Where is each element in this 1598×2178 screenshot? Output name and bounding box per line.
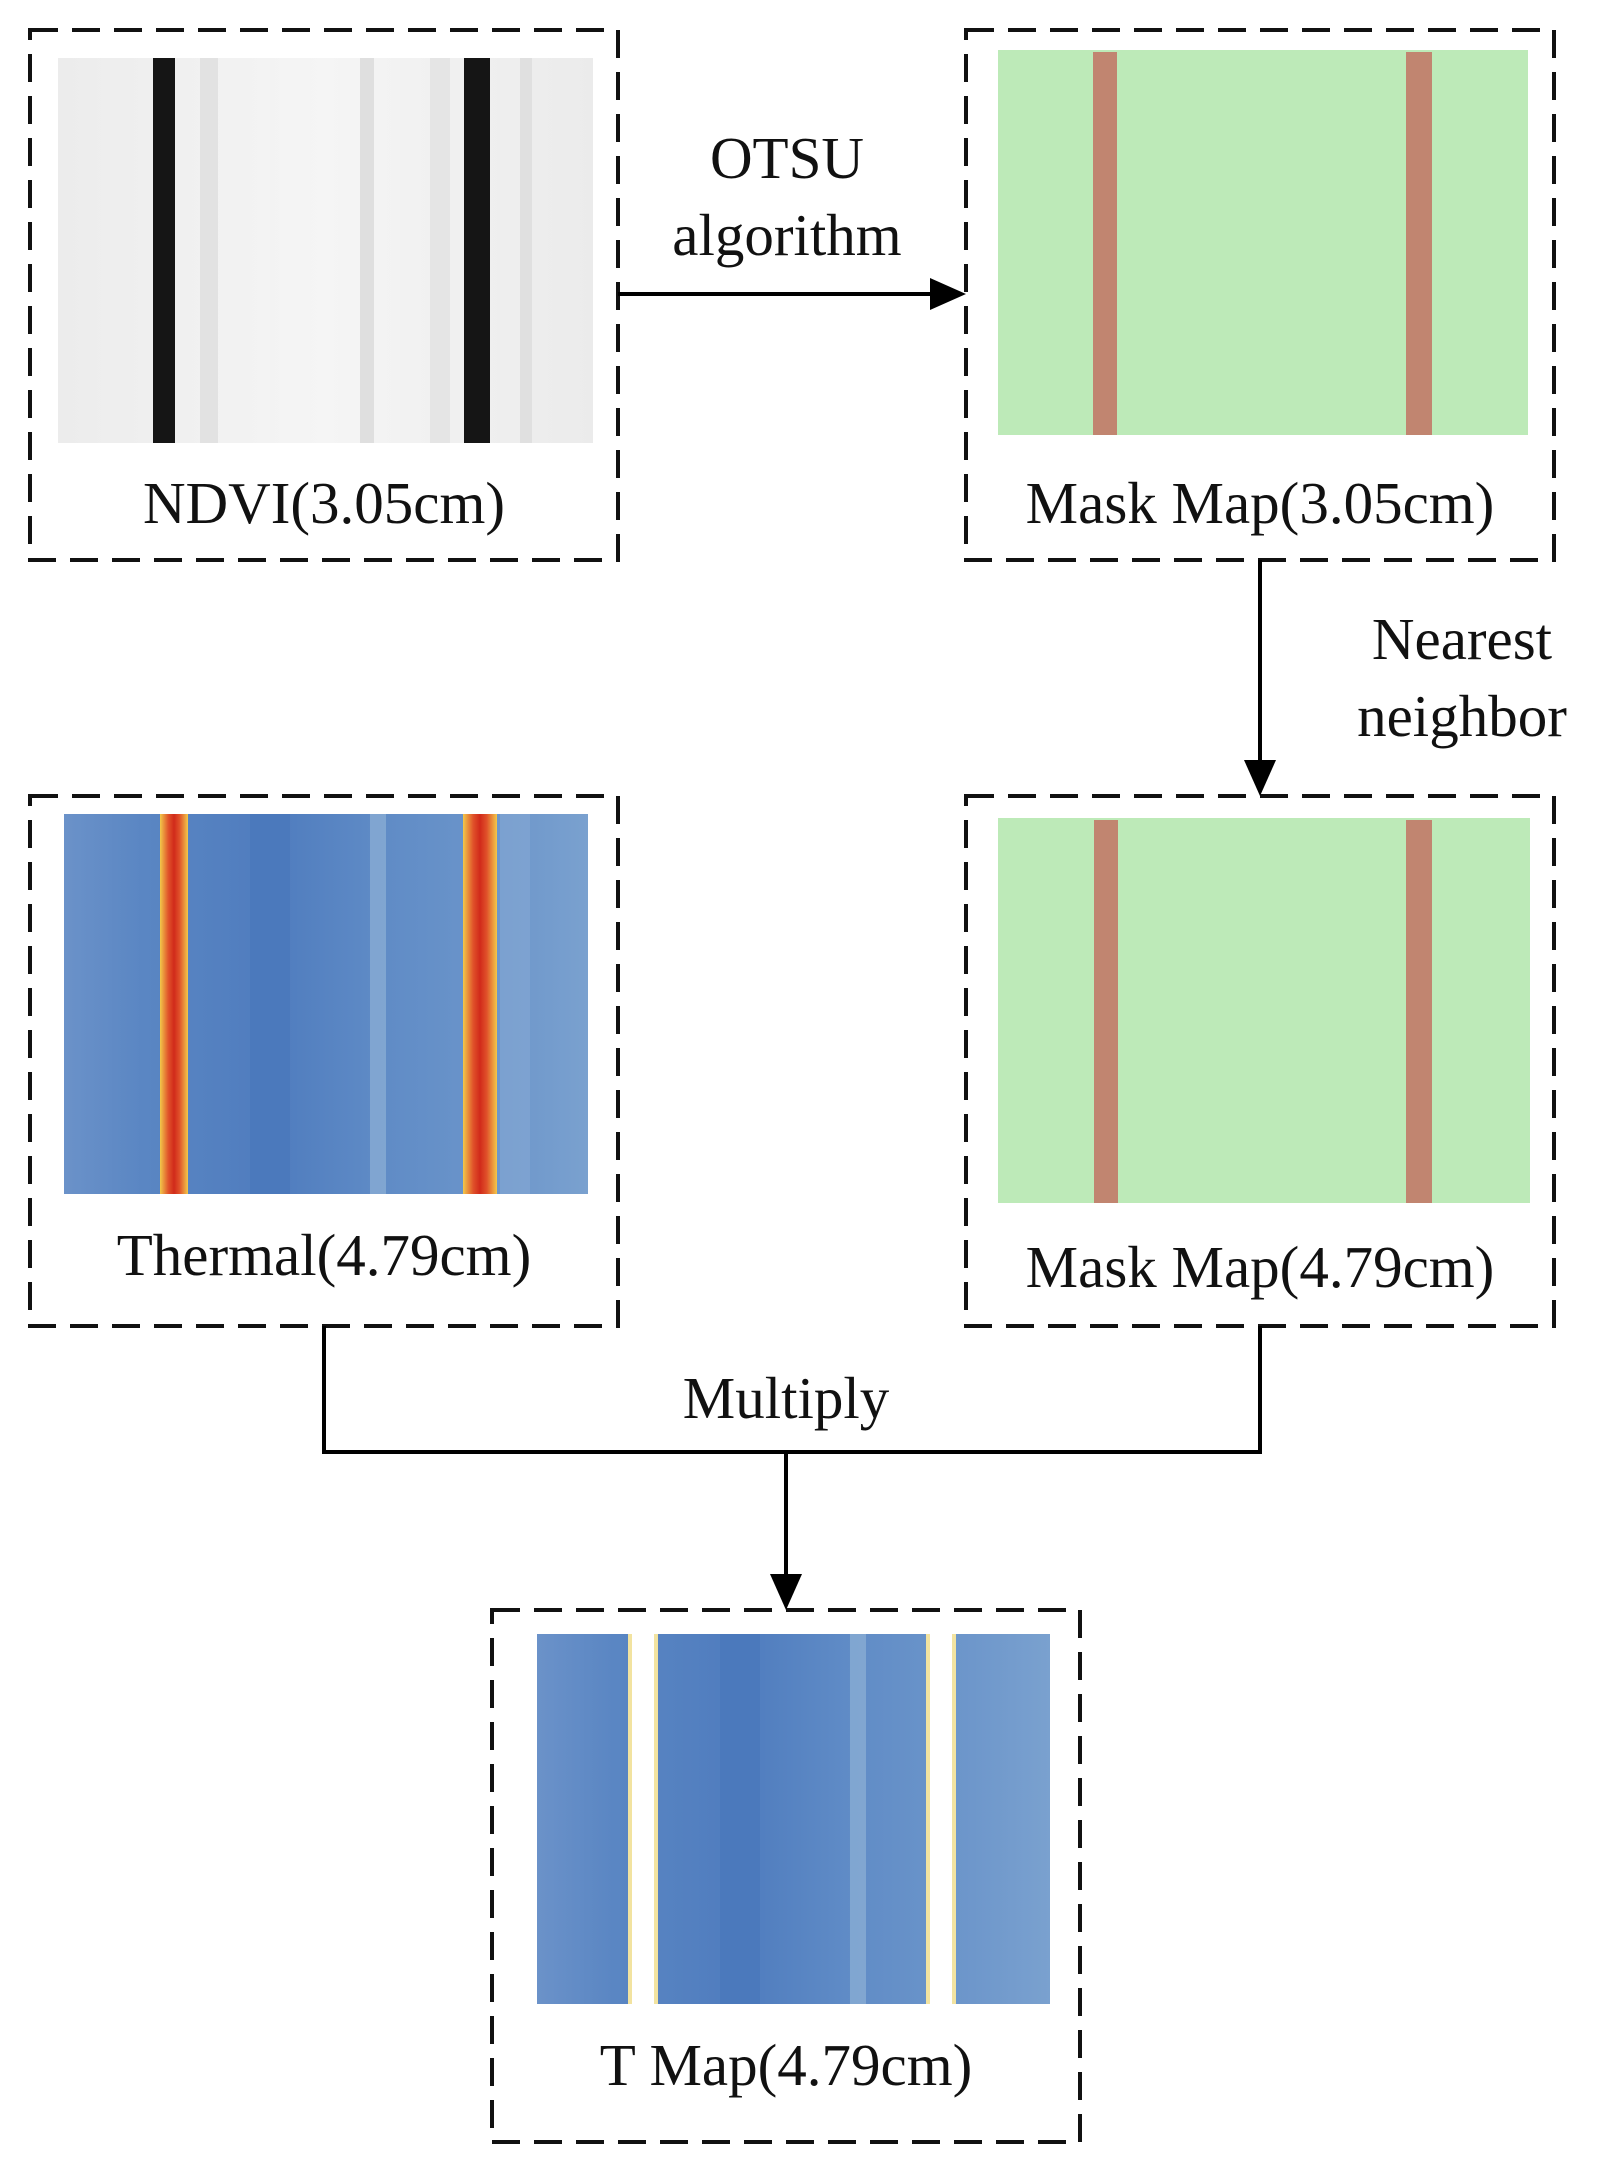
mask-map-305-label: Mask Map(3.05cm)	[1026, 470, 1495, 536]
tmap-box: T Map(4.79cm)	[490, 1608, 1082, 2144]
ndvi-box: NDVI(3.05cm)	[28, 28, 620, 562]
otsu-label-line2: algorithm	[672, 202, 901, 268]
otsu-label-line1: OTSU	[710, 125, 864, 191]
thermal-label: Thermal(4.79cm)	[117, 1222, 531, 1288]
mask-map-305-box: Mask Map(3.05cm)	[964, 28, 1556, 562]
thermal-map-icon	[64, 814, 588, 1194]
mask-map-479-box: Mask Map(4.79cm)	[964, 794, 1556, 1328]
mask-map-479-label: Mask Map(4.79cm)	[1026, 1234, 1495, 1300]
multiply-connector	[322, 1326, 1262, 1610]
thermal-box: Thermal(4.79cm)	[28, 794, 620, 1328]
binary-mask-map-icon	[998, 50, 1528, 435]
ndvi-label: NDVI(3.05cm)	[143, 470, 505, 536]
multiply-label: Multiply	[683, 1365, 890, 1431]
masked-temperature-map-icon	[537, 1634, 1050, 2004]
binary-mask-map-icon	[998, 818, 1530, 1203]
tmap-label: T Map(4.79cm)	[600, 2032, 973, 2098]
ndvi-grayscale-map-icon	[58, 58, 593, 443]
nearest-label-line2: neighbor	[1357, 683, 1567, 749]
otsu-arrow	[618, 278, 966, 310]
nearest-neighbor-arrow	[1244, 560, 1276, 796]
nearest-label-line1: Nearest	[1372, 606, 1553, 672]
